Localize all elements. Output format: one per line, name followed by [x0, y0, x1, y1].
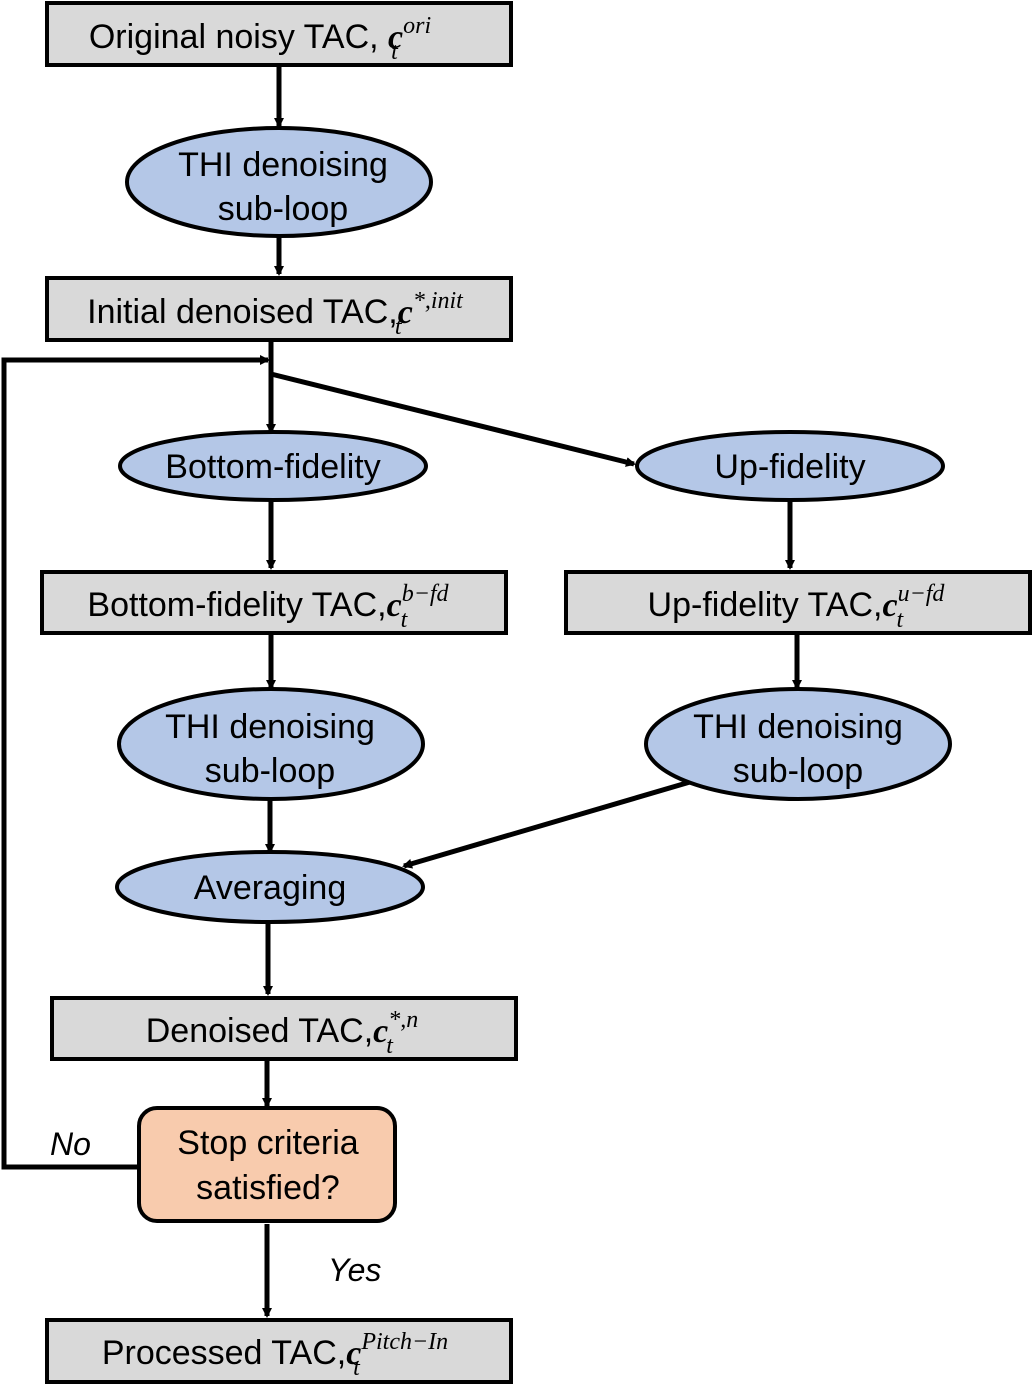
thi-3-line1: THI denoising — [693, 708, 903, 746]
edge-loop-back-no — [1, 355, 270, 1170]
thi-2-line2: sub-loop — [205, 752, 335, 790]
stop-criteria-node: Stop criteria satisfied? — [137, 1106, 397, 1223]
stop-criteria-line2: satisfied? — [196, 1169, 340, 1207]
edge-label-no: No — [50, 1126, 91, 1162]
edges — [1, 67, 802, 1318]
thi-denoising-node-3: THI denoising sub-loop — [644, 687, 952, 801]
stop-criteria-line1: Stop criteria — [177, 1124, 358, 1162]
thi-denoising-node-1: THI denoising sub-loop — [125, 126, 433, 238]
thi-2-line1: THI denoising — [165, 708, 375, 746]
thi-1-line1: THI denoising — [178, 146, 388, 184]
thi-denoising-node-2: THI denoising sub-loop — [117, 687, 425, 801]
bottom-fidelity-node: Bottom-fidelity — [118, 430, 428, 502]
edge-label-yes: Yes — [328, 1252, 381, 1288]
up-fidelity-label: Up-fidelity — [714, 448, 865, 486]
up-fidelity-node: Up-fidelity — [635, 430, 945, 502]
bottom-fidelity-label: Bottom-fidelity — [165, 448, 380, 486]
edge-split-to-up-fidelity — [270, 371, 636, 467]
averaging-node: Averaging — [115, 850, 425, 924]
edge-thi3-to-averaging — [402, 779, 691, 869]
thi-3-line2: sub-loop — [733, 752, 863, 790]
averaging-label: Averaging — [194, 869, 347, 907]
thi-1-line2: sub-loop — [218, 190, 348, 228]
